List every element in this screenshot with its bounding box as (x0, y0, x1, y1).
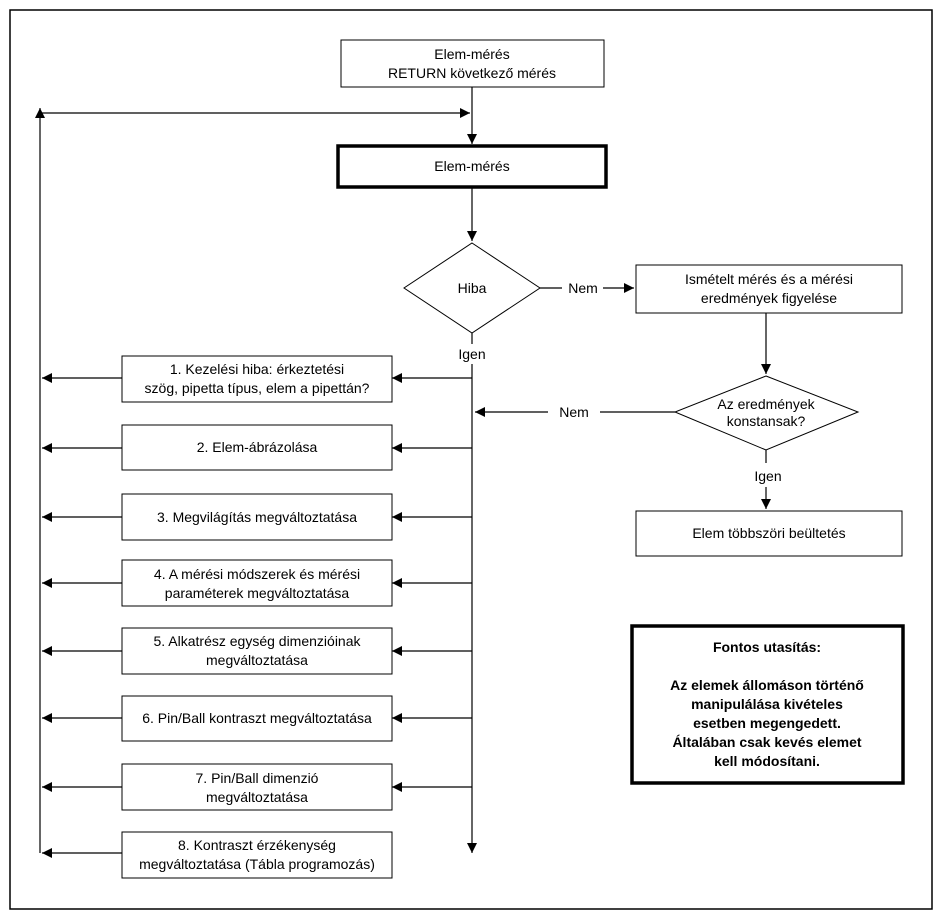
note-line-3: esetben megengedett. (693, 715, 841, 731)
constant-no-label: Nem (559, 404, 589, 420)
repeat-box (635, 264, 903, 314)
measure-box (336, 144, 608, 189)
step4-label-1: 4. A mérési módszerek és mérési (154, 566, 360, 582)
shapes (121, 39, 905, 879)
step2-box (121, 424, 393, 471)
constant-yes-label: Igen (754, 468, 781, 484)
constant-decision-label-2: konstansak? (727, 413, 806, 429)
step5-label-1: 5. Alkatrész egység dimenzióinak (154, 633, 362, 649)
step1-label-2: szög, pipetta típus, elem a pipettán? (145, 380, 370, 396)
step8-label-1: 8. Kontraszt érzékenység (178, 837, 336, 853)
step6-label: 6. Pin/Ball kontraszt megváltoztatása (142, 710, 372, 726)
outer-frame (9, 9, 933, 910)
start-label-1: Elem-mérés (434, 46, 509, 62)
note-box (630, 624, 905, 785)
step1-label-1: 1. Kezelési hiba: érkeztetési (170, 361, 344, 377)
error-decision-diamond (403, 242, 541, 334)
note-line-5: kell módosítani. (714, 753, 820, 769)
step5-box (121, 627, 393, 675)
note-line-2: manipulálása kivételes (691, 696, 843, 712)
step4-label-2: paraméterek megváltoztatása (165, 585, 350, 601)
note-title: Fontos utasítás: (713, 639, 821, 655)
step5-label-2: megváltoztatása (206, 652, 308, 668)
connectors (35, 87, 771, 858)
step1-box (121, 355, 393, 403)
step7-box (121, 763, 393, 811)
step3-label: 3. Megvilágítás megváltoztatása (157, 509, 357, 525)
error-decision-label: Hiba (458, 280, 487, 296)
step2-label: 2. Elem-ábrázolása (197, 439, 318, 455)
constant-decision-label-1: Az eredmények (717, 396, 815, 412)
start-label-2: RETURN következő mérés (388, 65, 556, 81)
node-labels: Elem-mérés RETURN következő mérés Elem-m… (139, 46, 853, 872)
step8-label-2: megváltoztatása (Tábla programozás) (139, 856, 375, 872)
edge-labels: Nem Igen Nem Igen (458, 280, 781, 484)
note: Fontos utasítás: Az elemek állomáson tör… (670, 639, 864, 769)
note-line-1: Az elemek állomáson történő (670, 677, 864, 693)
note-line-4: Általában csak kevés elemet (672, 734, 861, 750)
measure-label: Elem-mérés (434, 158, 509, 174)
step7-label-2: megváltoztatása (206, 789, 308, 805)
step3-box (121, 493, 393, 541)
step4-box (121, 559, 393, 607)
repeat-label-2: eredmények figyelése (701, 290, 837, 306)
step8-box (121, 831, 393, 879)
error-no-label: Nem (568, 280, 598, 296)
step7-label-1: 7. Pin/Ball dimenzió (196, 770, 319, 786)
step6-box (121, 695, 393, 742)
start-box (340, 39, 605, 88)
multi-insert-box (635, 510, 903, 557)
error-yes-label: Igen (458, 346, 485, 362)
multi-insert-label: Elem többszöri beültetés (692, 525, 845, 541)
constant-decision-diamond (673, 375, 860, 451)
repeat-label-1: Ismételt mérés és a mérési (685, 271, 853, 287)
